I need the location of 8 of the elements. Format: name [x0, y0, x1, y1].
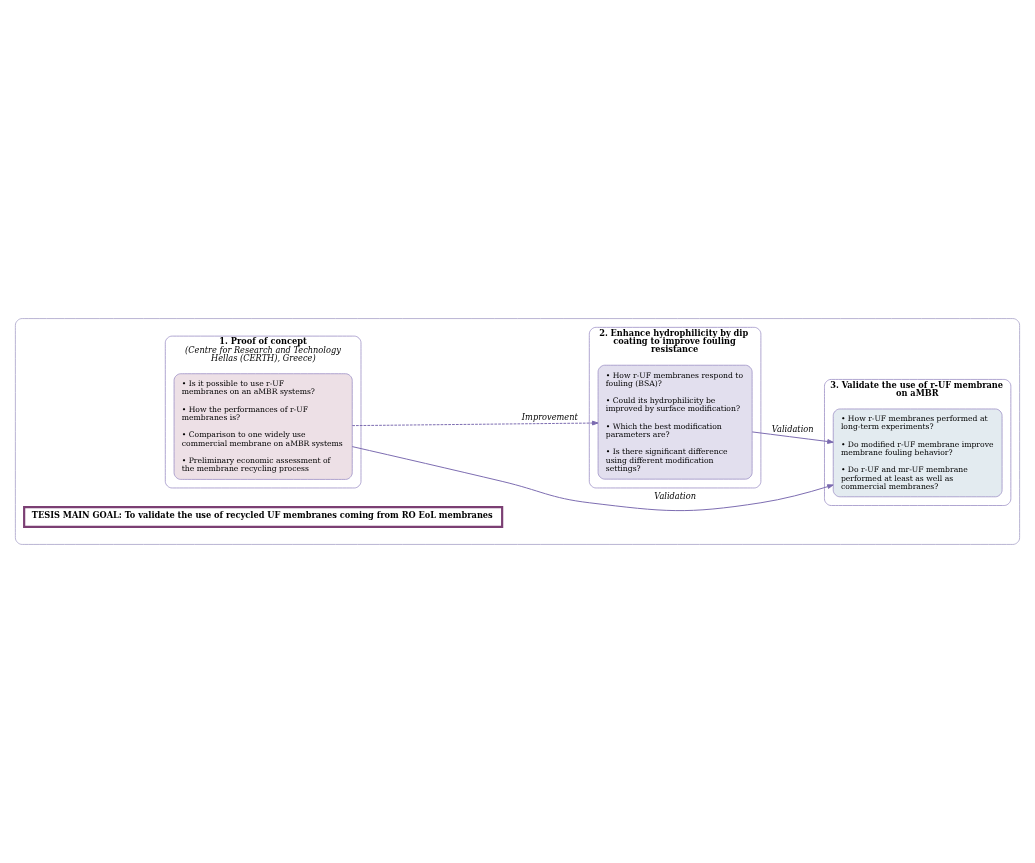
arrow	[751, 431, 834, 444]
edge-label: Improvement	[521, 411, 578, 422]
cluster	[14, 318, 1021, 545]
arrow	[351, 446, 834, 512]
edge-label: Validation	[771, 423, 814, 434]
node-box: TESIS MAIN GOAL: To validate the use of recycled UF membranes coming from RO EoL membranes	[23, 506, 504, 528]
arrow	[351, 420, 599, 427]
edge-label: Validation	[654, 491, 696, 502]
